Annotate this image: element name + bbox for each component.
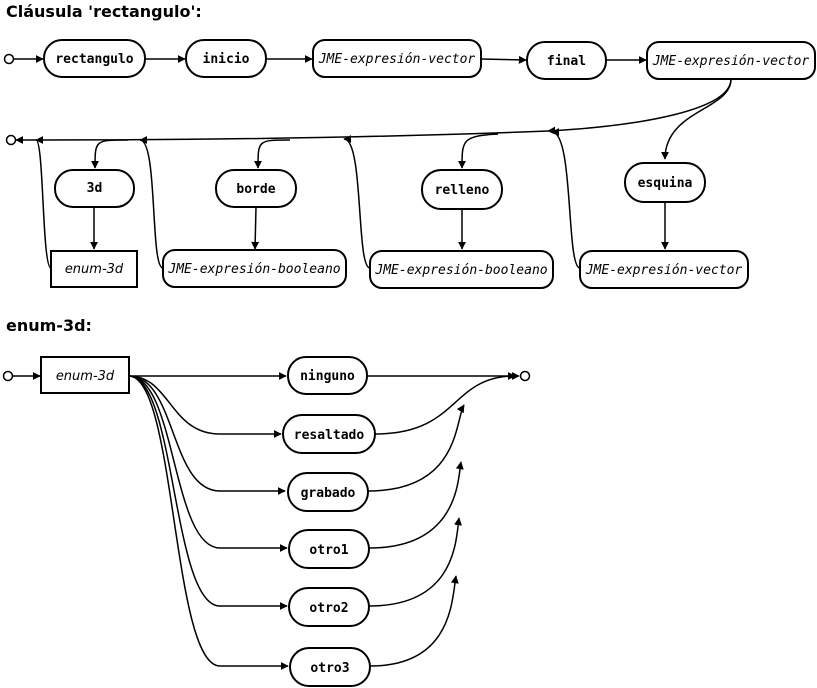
choice-label: grabado [301, 486, 356, 501]
nonterminal-borde-expr: JME-expresión-booleano [162, 249, 347, 288]
start-terminal [2, 370, 14, 382]
nonterminal-label: JME-expresión-vector [652, 54, 810, 69]
connector [480, 55, 527, 64]
choice-resaltado: resaltado [282, 414, 376, 454]
connector [343, 135, 371, 269]
keyword-esquina: esquina [624, 162, 706, 203]
nonterminal-jme-expresion-vector-1: JME-expresión-vector [312, 39, 482, 78]
nonterminal-label: enum-3d [65, 262, 124, 277]
keyword-final-label: final [547, 54, 586, 69]
choice-label: resaltado [294, 428, 365, 443]
keyword-borde-label: borde [236, 182, 275, 197]
choice-otro1: otro1 [288, 529, 370, 569]
connector [128, 375, 288, 610]
connector [251, 206, 260, 250]
keyword-final: final [526, 41, 607, 80]
keyword-3d-label: 3d [87, 181, 103, 196]
start-terminal [3, 53, 15, 65]
connector [128, 375, 282, 438]
connector [128, 375, 286, 495]
keyword-3d: 3d [54, 169, 135, 208]
nonterminal-enum-3d-start: enum-3d [40, 356, 130, 394]
connector [128, 375, 289, 670]
keyword-borde: borde [215, 169, 297, 208]
connector [128, 375, 288, 552]
choice-label: otro3 [310, 661, 349, 676]
nonterminal-jme-expresion-vector-2: JME-expresión-vector [646, 41, 816, 80]
nonterminal-enum-3d-ref: enum-3d [50, 250, 138, 288]
keyword-rectangulo-label: rectangulo [55, 52, 133, 67]
end-terminal [519, 370, 531, 382]
nonterminal-label: JME-expresión-vector [318, 52, 476, 67]
choice-otro2: otro2 [288, 587, 370, 627]
choice-grabado: grabado [287, 472, 369, 512]
keyword-inicio-label: inicio [203, 52, 250, 67]
connector [551, 128, 581, 269]
end-terminal [5, 134, 17, 146]
connector [374, 372, 516, 435]
nonterminal-label: enum-3d [56, 369, 115, 384]
connector [547, 78, 732, 135]
choice-label: otro1 [309, 543, 348, 558]
nonterminal-label: JME-expresión-vector [585, 263, 743, 278]
connector [368, 517, 462, 607]
connector [91, 139, 129, 169]
connector [367, 404, 465, 492]
diagram-title-rectangulo: Cláusula 'rectangulo': [6, 2, 202, 21]
keyword-relleno-label: relleno [435, 183, 490, 198]
connector [369, 575, 459, 667]
connector [139, 136, 164, 269]
choice-ninguno: ninguno [287, 356, 368, 395]
nonterminal-label: JME-expresión-booleano [167, 262, 340, 277]
choice-label: ninguno [300, 369, 355, 384]
choice-otro3: otro3 [289, 647, 371, 687]
connector [661, 78, 732, 160]
keyword-esquina-label: esquina [638, 176, 693, 191]
keyword-rectangulo: rectangulo [43, 39, 146, 78]
choice-label: otro2 [309, 601, 348, 616]
connector [35, 136, 52, 269]
connector [254, 139, 291, 169]
nonterminal-label: JME-expresión-booleano [374, 263, 547, 278]
nonterminal-relleno-expr: JME-expresión-booleano [369, 250, 554, 289]
connector [368, 461, 464, 549]
connector [458, 133, 499, 169]
diagram-title-enum-3d: enum-3d: [6, 316, 92, 335]
keyword-relleno: relleno [421, 169, 503, 210]
nonterminal-esquina-expr: JME-expresión-vector [579, 250, 749, 289]
keyword-inicio: inicio [185, 39, 267, 78]
